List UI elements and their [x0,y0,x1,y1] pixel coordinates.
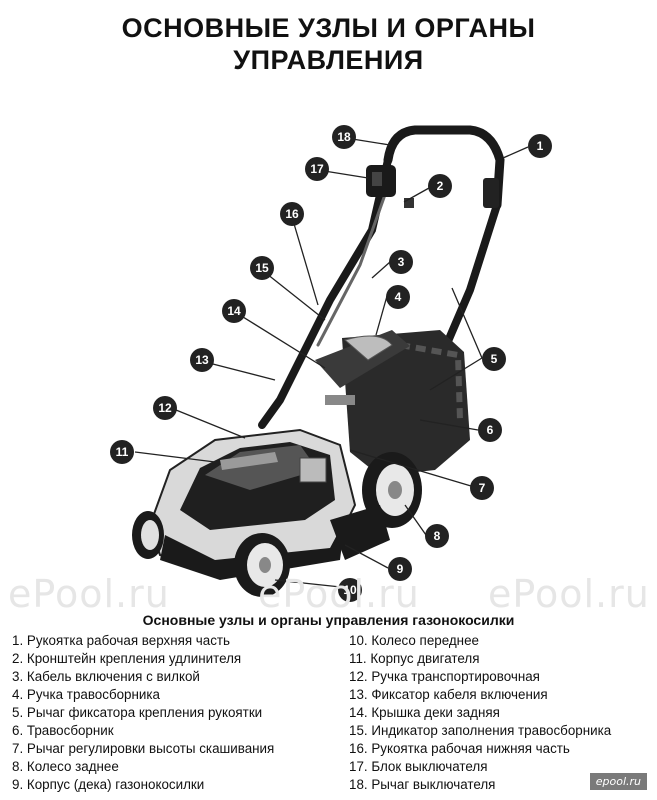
callout-3-label: 3 [398,255,405,269]
callout-15-label: 15 [255,261,269,275]
left-front-wheel [132,511,164,559]
callout-11-label: 11 [116,445,129,459]
parts-list-left: 1. Рукоятка рабочая верхняя часть 2. Кро… [12,632,274,794]
leader-lines [134,137,529,589]
list-item: 10. Колесо переднее [349,633,479,648]
diagram-caption: Основные узлы и органы управления газоно… [142,612,515,628]
callout-17: 17 [305,157,329,181]
callout-5: 5 [482,347,506,371]
callout-1: 1 [528,134,552,158]
list-item: 14. Крышка деки задняя [349,705,500,720]
callout-6-label: 6 [487,423,494,437]
list-item: 3. Кабель включения с вилкой [12,669,200,684]
callout-12: 12 [153,396,177,420]
list-item: 6. Травосборник [12,723,114,738]
list-item: 18. Рычаг выключателя [349,777,496,792]
list-item: 16. Рукоятка рабочая нижняя часть [349,741,570,756]
list-item: 9. Корпус (дека) газонокосилки [12,777,205,792]
list-item: 13. Фиксатор кабеля включения [349,687,548,702]
switch-box [366,165,499,208]
list-item: 7. Рычаг регулировки высоты скашивания [12,741,275,756]
callout-7-label: 7 [479,481,486,495]
callout-3: 3 [389,250,413,274]
list-item: 17. Блок выключателя [349,759,488,774]
watermark-left: ePool.ru [8,572,170,616]
list-item: 11. Корпус двигателя [349,651,480,666]
callout-10-label: 10 [343,583,357,597]
list-item: 2. Кронштейн крепления удлинителя [12,651,242,666]
callout-9-label: 9 [397,562,404,576]
list-item: 5. Рычаг фиксатора крепления рукоятки [12,705,263,720]
callout-16: 16 [280,202,304,226]
watermark-center: ePool.ru [258,572,420,616]
callout-17-label: 17 [310,162,324,176]
callout-2: 2 [428,174,452,198]
callout-8: 8 [425,524,449,548]
parts-list-right: 10. Колесо переднее 11. Корпус двигателя… [349,632,611,794]
corner-logo: epool.ru [589,773,647,790]
list-item: 1. Рукоятка рабочая верхняя часть [12,633,231,648]
callout-8-label: 8 [434,529,441,543]
callout-18: 18 [332,125,356,149]
mower-deck [148,428,357,580]
list-item: 8. Колесо заднее [12,759,119,774]
callout-6: 6 [478,418,502,442]
callout-14: 14 [222,299,246,323]
callout-7: 7 [470,476,494,500]
deck-skirt [330,505,390,560]
callout-9: 9 [388,557,412,581]
list-item: 4. Ручка травосборника [12,687,160,702]
callout-4: 4 [386,285,410,309]
callout-15: 15 [250,256,274,280]
callout-5-label: 5 [491,352,498,366]
callout-14-label: 14 [227,304,241,318]
grass-collector [315,330,470,476]
front-wheel [234,533,290,597]
callout-1-label: 1 [537,139,544,153]
list-item: 12. Ручка транспортировочная [349,669,540,684]
callout-2-label: 2 [437,179,444,193]
callout-10: 10 [338,578,362,602]
callout-4-label: 4 [395,290,402,304]
watermark-right: ePool.ru [488,572,650,616]
callout-13-label: 13 [195,353,209,367]
list-item: 15. Индикатор заполнения травосборника [349,723,612,738]
callout-12-label: 12 [158,401,172,415]
page-title-line2: УПРАВЛЕНИЯ [233,45,424,75]
callout-18-label: 18 [337,130,351,144]
callout-13: 13 [190,348,214,372]
lawnmower-diagram: 1 2 3 4 5 6 7 8 9 10 11 12 13 14 15 16 1… [110,125,552,602]
callout-16-label: 16 [285,207,299,221]
callout-11: 11 [110,440,134,464]
page-title-line1: ОСНОВНЫЕ УЗЛЫ И ОРГАНЫ [121,13,536,43]
